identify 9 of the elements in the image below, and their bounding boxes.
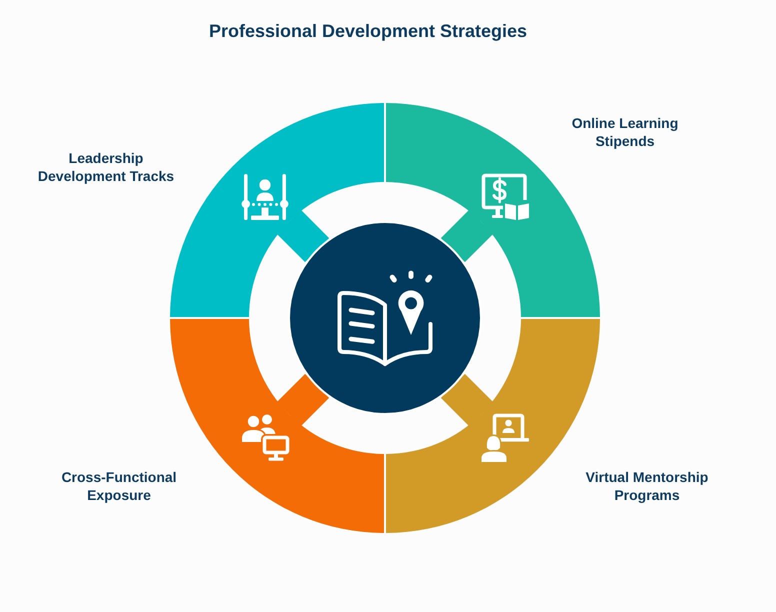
- strategy-label: Online Learning Stipends: [570, 114, 680, 150]
- spoke-connector: [276, 210, 330, 262]
- spoke-connector: [440, 374, 494, 426]
- spoke-connector: [440, 210, 494, 262]
- strategy-label: Cross-Functional Exposure: [61, 468, 177, 504]
- spoke-connector: [276, 374, 330, 426]
- diagram-title: Professional Development Strategies: [208, 20, 528, 42]
- strategy-label: Virtual Mentorship Programs: [584, 468, 710, 504]
- strategy-label: Leadership Development Tracks: [36, 149, 176, 185]
